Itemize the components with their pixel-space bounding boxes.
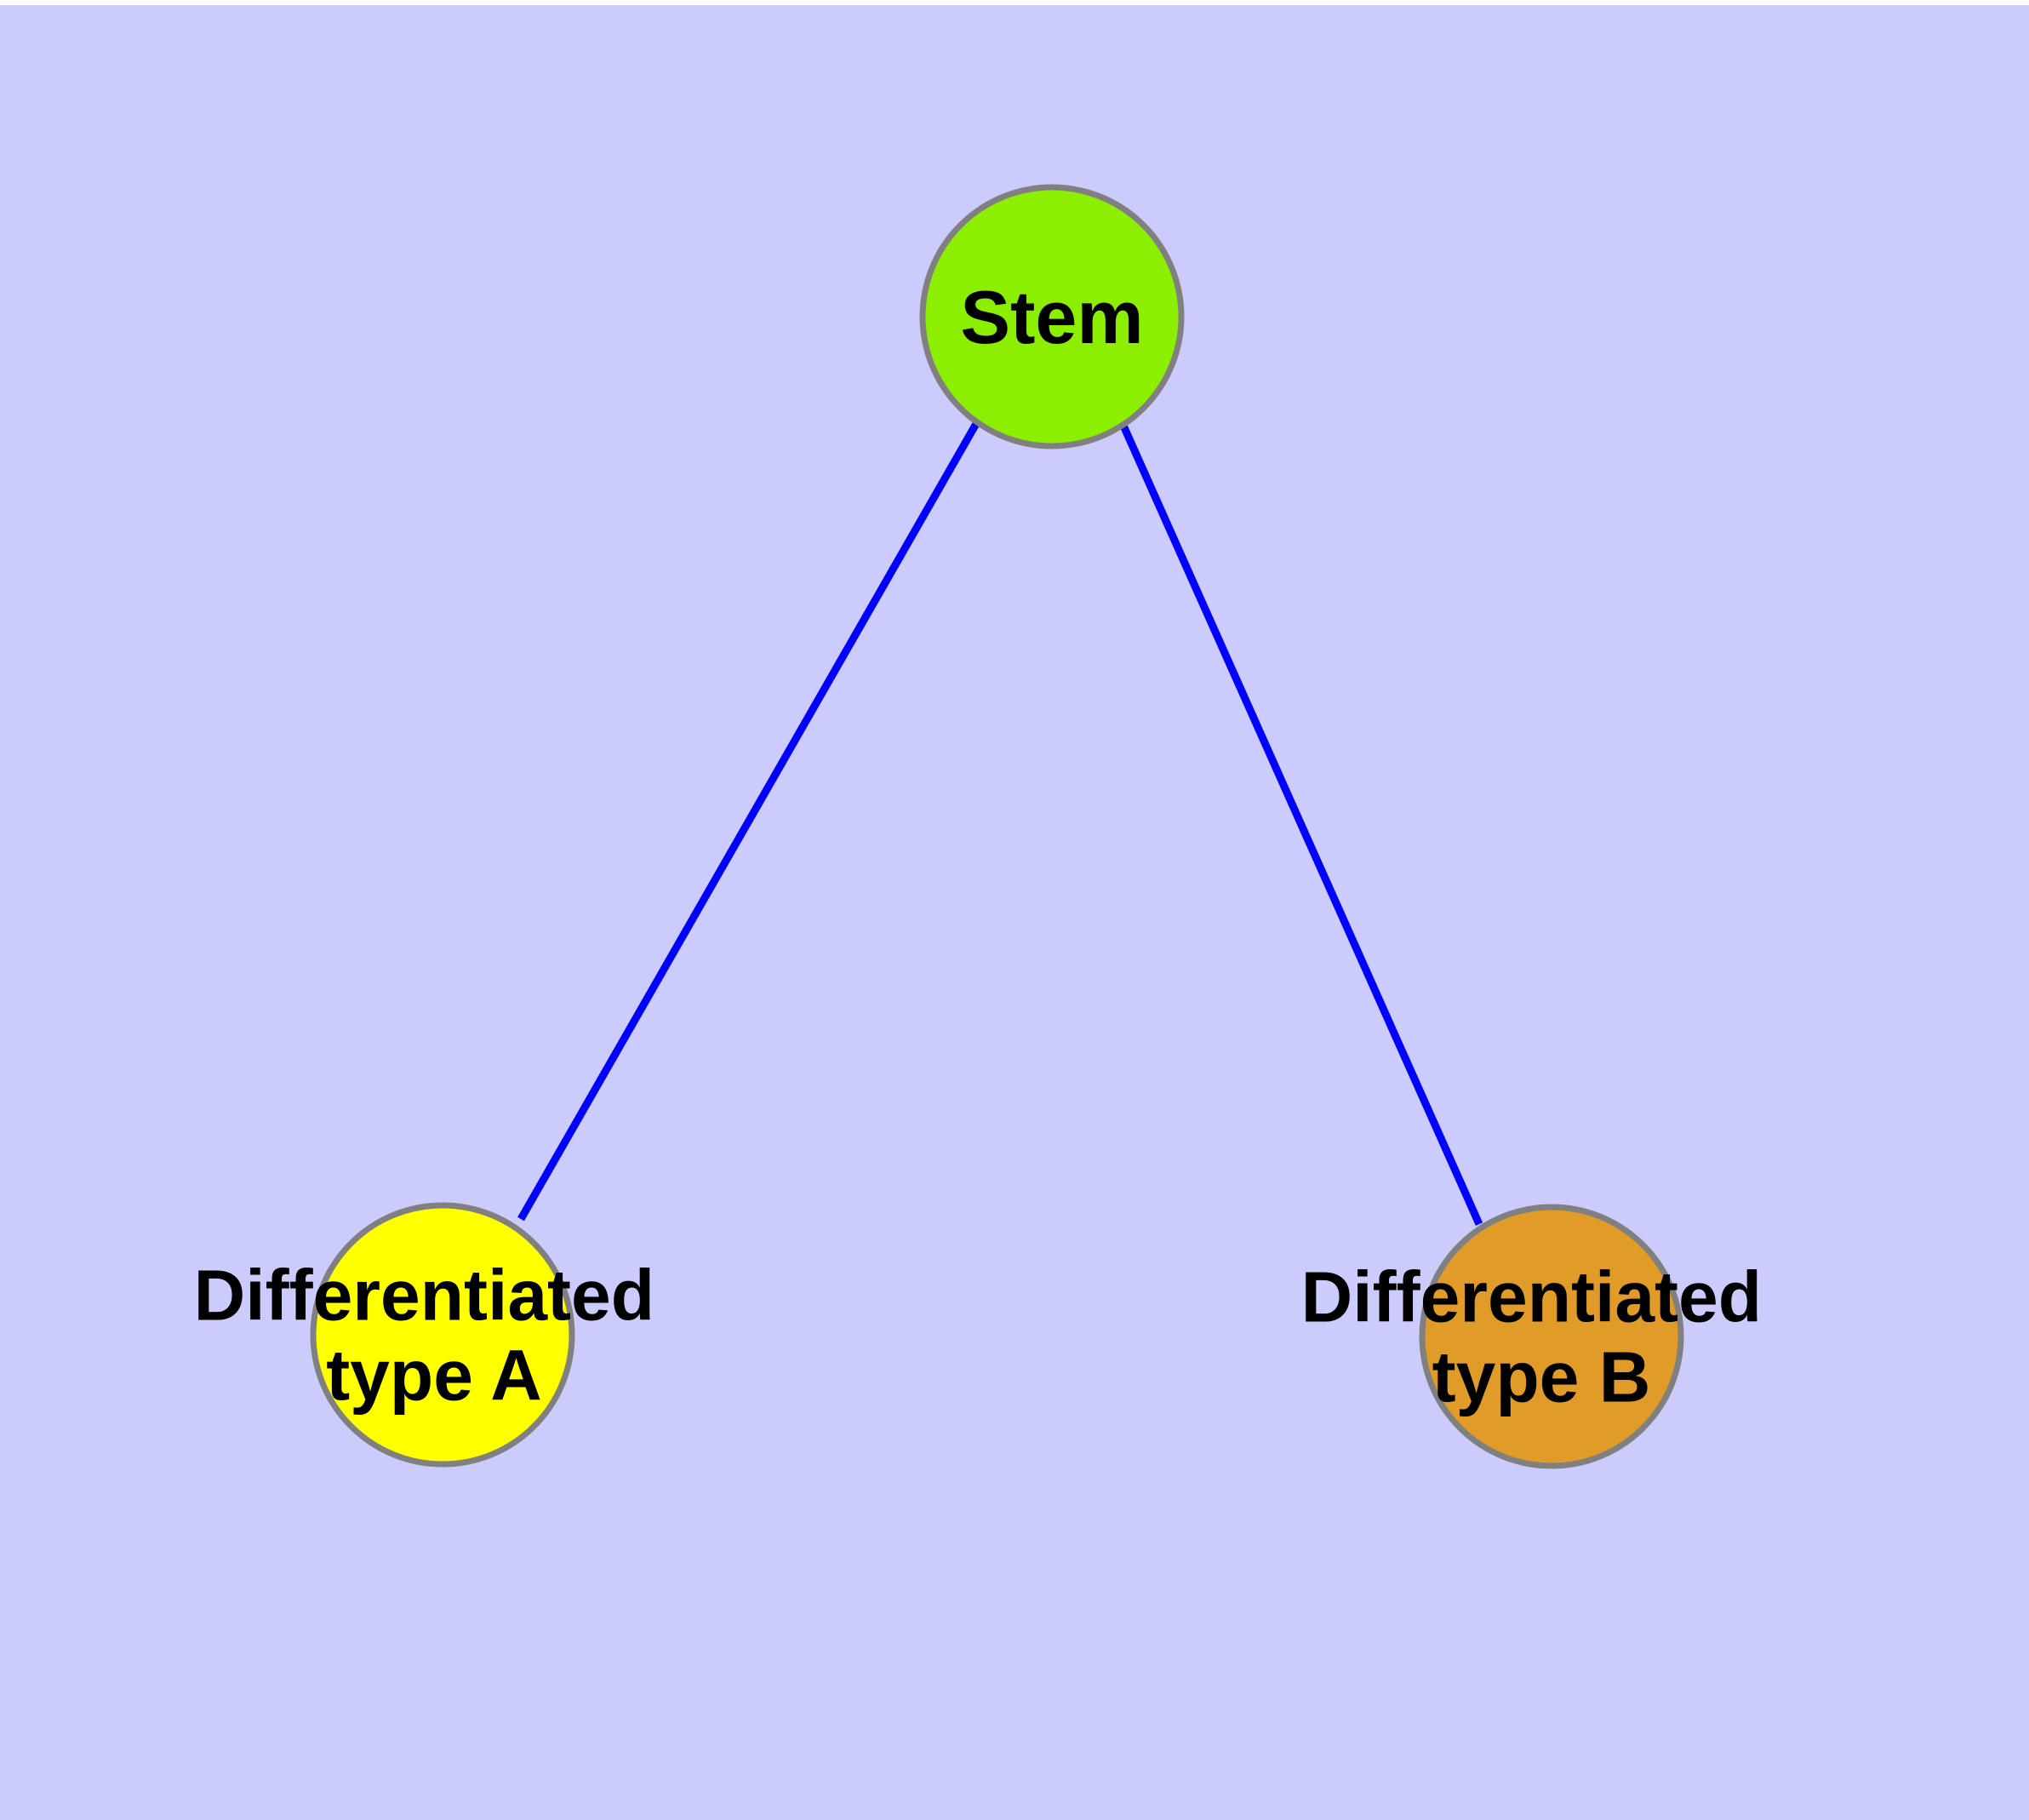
node-circle-diff-a[interactable] bbox=[310, 1202, 575, 1468]
node-label-diff-a-line-1: Differentiated bbox=[194, 1255, 654, 1335]
node-label-diff-b-line-2: type B bbox=[1432, 1336, 1651, 1417]
node-label-diff-b-line-1: Differentiated bbox=[1301, 1256, 1762, 1336]
edge-group bbox=[517, 420, 1483, 1226]
node-circle-diff-b[interactable] bbox=[1419, 1204, 1684, 1469]
node-label-stem-line-1: Stem bbox=[960, 275, 1143, 359]
node-circle-stem[interactable] bbox=[919, 184, 1185, 449]
edge-stem-to-diff-a[interactable] bbox=[517, 420, 980, 1222]
node-stem[interactable] bbox=[919, 184, 1185, 449]
node-label-diff-a: Differentiated type A bbox=[194, 1255, 675, 1415]
label-group: Stem Differentiated type A Differentiate… bbox=[194, 275, 1782, 1417]
node-diff-b[interactable] bbox=[1419, 1204, 1684, 1469]
node-label-diff-b: Differentiated type B bbox=[1301, 1256, 1782, 1417]
node-group bbox=[310, 184, 1684, 1469]
node-label-diff-a-line-2: type A bbox=[326, 1335, 542, 1415]
node-label-stem: Stem bbox=[960, 275, 1143, 359]
node-diff-a[interactable] bbox=[310, 1202, 575, 1468]
edge-stem-to-diff-b[interactable] bbox=[1119, 424, 1483, 1226]
